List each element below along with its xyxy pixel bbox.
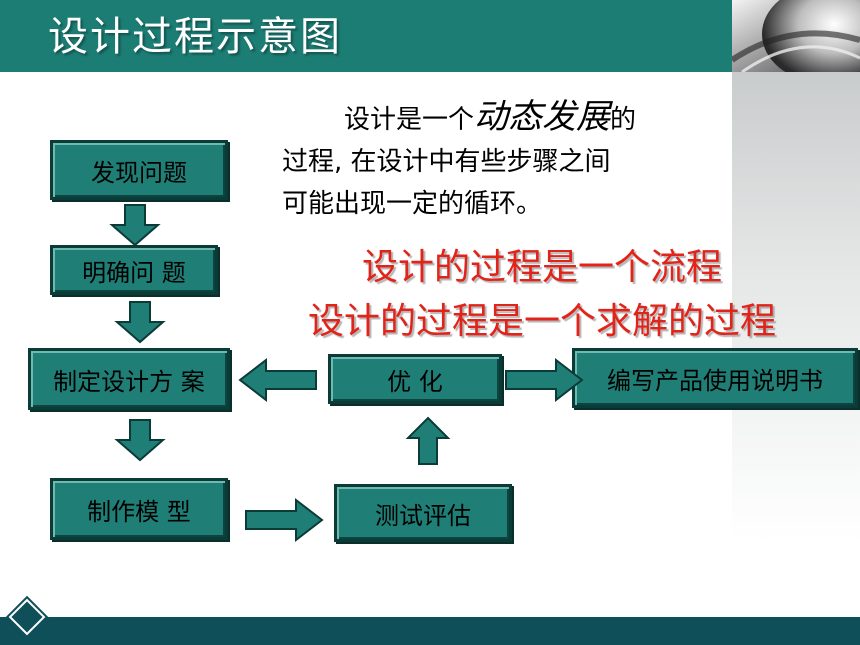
- arrow-right-icon: [505, 357, 584, 403]
- flow-step-discover: 发现问题: [50, 140, 228, 200]
- description-line-3: 可能出现一定的循环。: [282, 189, 543, 219]
- footer-bar: [0, 617, 860, 645]
- flow-step-label: 优 化: [387, 367, 443, 396]
- arrow-down-icon: [114, 301, 166, 344]
- decorative-side-strip: [732, 72, 860, 542]
- flow-step-plan: 制定设计方 案: [28, 348, 230, 410]
- arrow-down-icon: [109, 204, 161, 247]
- flow-step-label: 发现问题: [91, 158, 187, 187]
- flow-step-make-model: 制作模 型: [50, 478, 228, 540]
- description-line1-end: 的: [610, 105, 637, 135]
- flow-step-write-manual: 编写产品使用说明书: [572, 348, 858, 408]
- flow-step-test-evaluate: 测试评估: [334, 484, 512, 542]
- flow-step-label: 制作模 型: [87, 497, 191, 526]
- description-emphasis: 动态发展: [474, 97, 611, 137]
- flow-step-optimize: 优 化: [328, 354, 502, 404]
- flow-step-label: 测试评估: [375, 501, 471, 530]
- flow-step-label: 编写产品使用说明书: [607, 366, 823, 395]
- highlight-flow: 设计的过程是一个流程: [362, 247, 723, 288]
- description-text: 设计是一个动态发展的 过程, 在设计中有些步骤之间 可能出现一定的循环。: [282, 96, 727, 225]
- description-intro: 设计是一个: [344, 105, 475, 135]
- arrow-up-icon: [405, 416, 451, 465]
- decorative-sphere-image: [732, 0, 860, 72]
- flow-step-clarify: 明确问 题: [50, 245, 218, 295]
- arrow-left-icon: [238, 357, 317, 403]
- flow-step-label: 制定设计方 案: [53, 367, 205, 396]
- flow-step-label: 明确问 题: [82, 258, 186, 287]
- highlight-solving: 设计的过程是一个求解的过程: [308, 301, 777, 342]
- arrow-down-icon: [114, 419, 166, 462]
- arrow-right-icon: [245, 497, 324, 543]
- description-line-2: 过程, 在设计中有些步骤之间: [282, 147, 611, 177]
- page-title: 设计过程示意图: [48, 14, 342, 60]
- description-line-1: 设计是一个动态发展的: [282, 96, 727, 141]
- header-bar: 设计过程示意图: [0, 0, 860, 72]
